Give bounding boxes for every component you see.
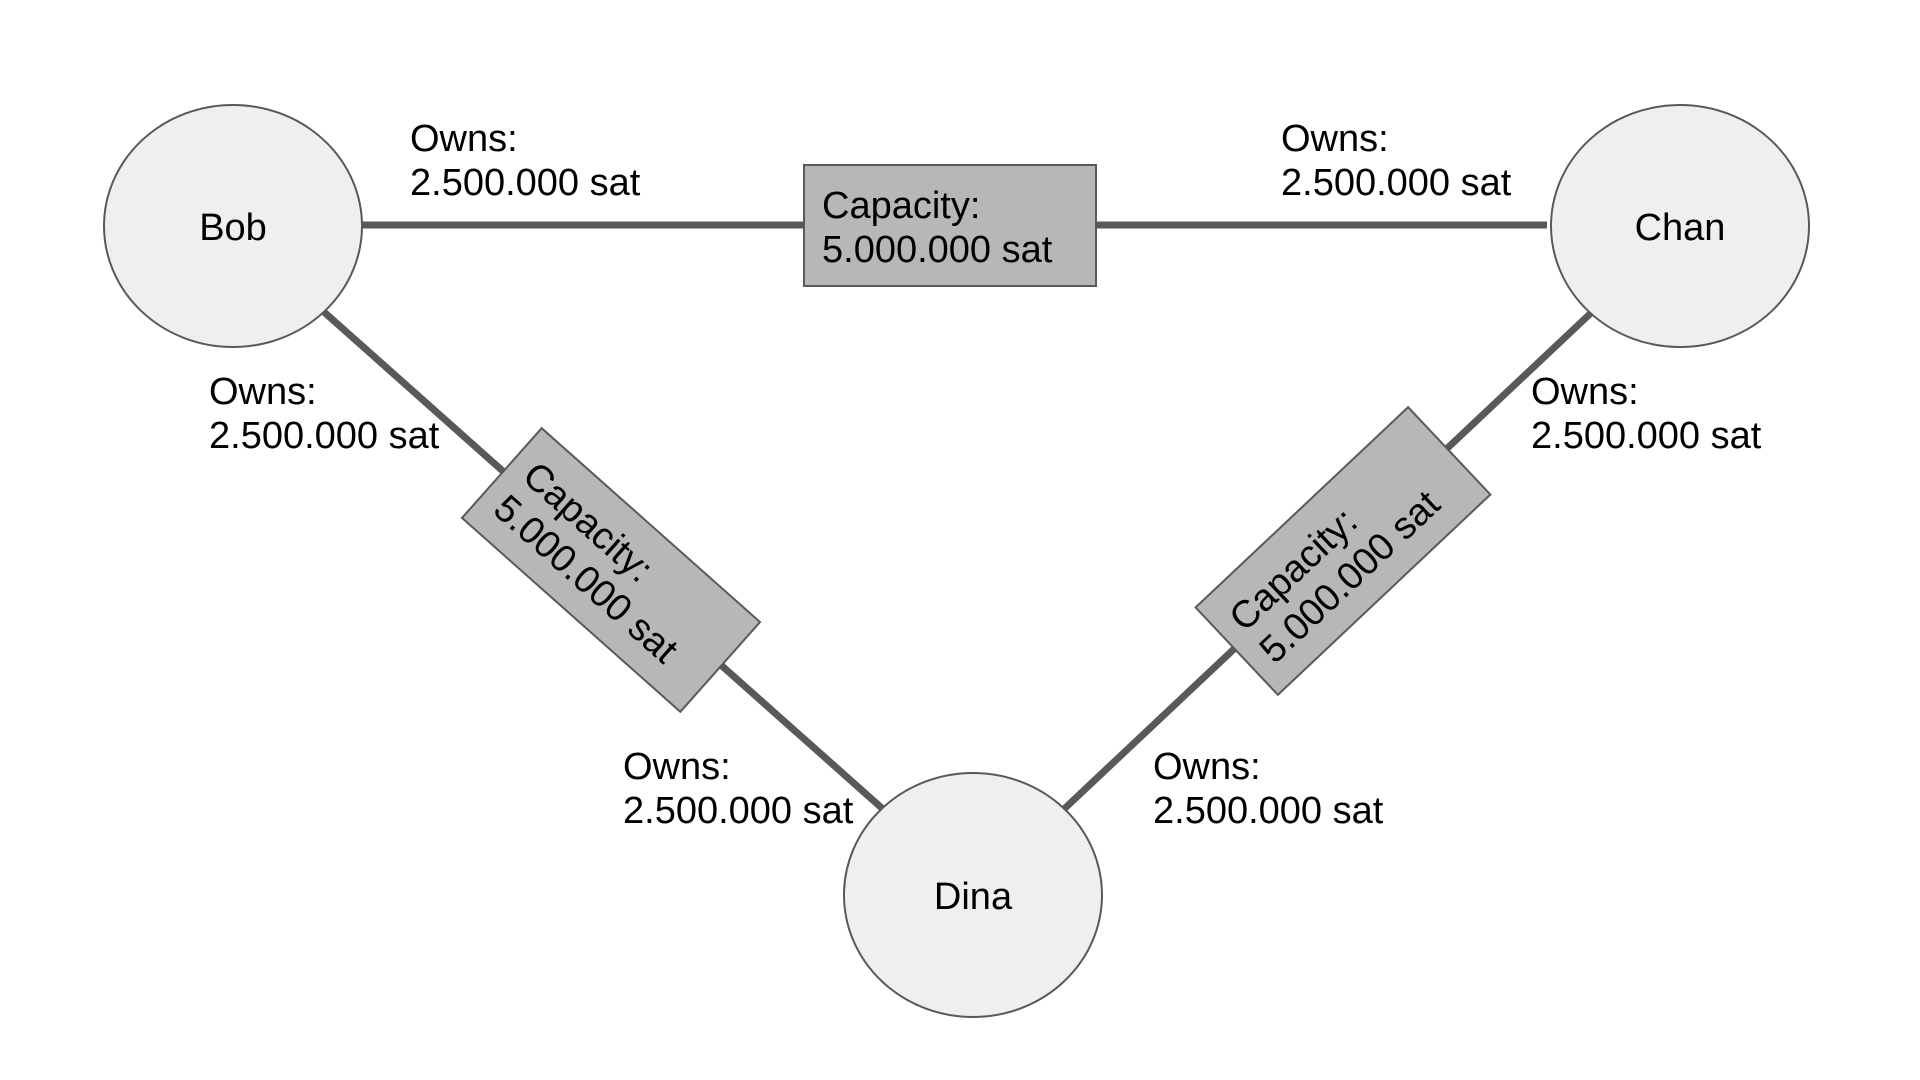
node-bob: Bob: [103, 104, 363, 348]
owns-value: 2.500.000 sat: [1281, 162, 1512, 204]
owns-value: 2.500.000 sat: [209, 415, 440, 457]
owns-label: Owns:: [209, 371, 317, 413]
owns-value: 2.500.000 sat: [410, 162, 641, 204]
node-name: Chan: [1635, 207, 1726, 249]
owns-value: 2.500.000 sat: [1531, 415, 1762, 457]
capacity-box-bob-chan: Capacity: 5.000.000 sat: [803, 164, 1097, 287]
balance-chan-on-bob-chan: Owns: 2.500.000 sat: [1281, 118, 1512, 204]
capacity-box-bob-dina: Capacity: 5.000.000 sat: [460, 426, 762, 714]
node-name: Dina: [934, 876, 1013, 918]
owns-label: Owns:: [1153, 746, 1261, 788]
owns-label: Owns:: [1531, 371, 1639, 413]
owns-label: Owns:: [1281, 118, 1389, 160]
owns-label: Owns:: [623, 746, 731, 788]
capacity-box-chan-dina: Capacity: 5.000.000 sat: [1194, 405, 1492, 697]
node-dina: Dina: [843, 772, 1103, 1018]
owns-value: 2.500.000 sat: [1153, 790, 1384, 832]
balance-dina-on-chan-dina: Owns: 2.500.000 sat: [1153, 746, 1384, 832]
balance-bob-on-bob-chan: Owns: 2.500.000 sat: [410, 118, 641, 204]
owns-label: Owns:: [410, 118, 518, 160]
node-chan: Chan: [1550, 104, 1810, 348]
owns-value: 2.500.000 sat: [623, 790, 854, 832]
balance-chan-on-chan-dina: Owns: 2.500.000 sat: [1531, 371, 1762, 457]
balance-bob-on-bob-dina: Owns: 2.500.000 sat: [209, 371, 440, 457]
capacity-label: Capacity:: [822, 185, 980, 227]
node-name: Bob: [199, 207, 267, 249]
capacity-value: 5.000.000 sat: [822, 229, 1053, 271]
balance-dina-on-bob-dina: Owns: 2.500.000 sat: [623, 746, 854, 832]
